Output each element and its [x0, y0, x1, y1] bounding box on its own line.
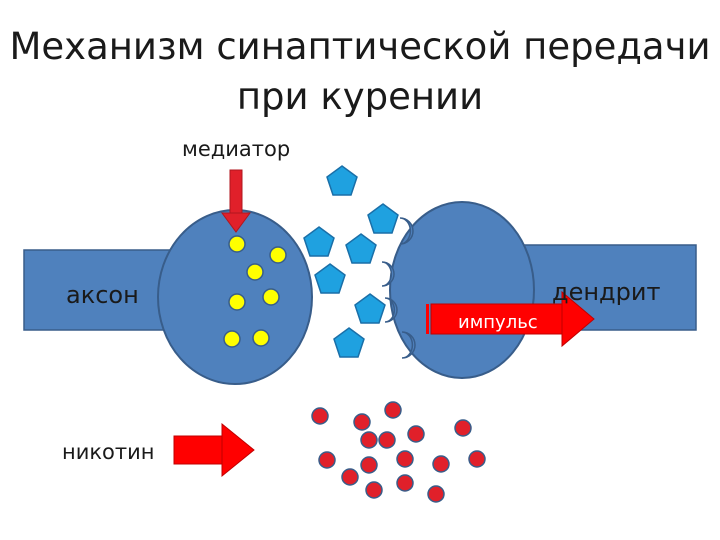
nicotine-molecule — [365, 481, 383, 499]
nicotine-molecule — [353, 413, 371, 431]
nicotine-molecule — [384, 401, 402, 419]
nicotine-molecule — [468, 450, 486, 468]
nicotine-molecule — [432, 455, 450, 473]
nicotine-molecule — [318, 451, 336, 469]
mediator-arrow — [221, 169, 251, 233]
vesicle — [246, 263, 264, 281]
mediator-molecule — [326, 165, 358, 196]
mediator-vesicles — [223, 235, 287, 348]
receptor — [384, 297, 398, 323]
impulse-arrow — [426, 290, 595, 348]
nicotine-arrow — [173, 422, 255, 478]
nicotine-molecules — [311, 401, 486, 503]
nicotine-molecule — [454, 419, 472, 437]
nicotine-molecule — [396, 474, 414, 492]
vesicle — [262, 288, 280, 306]
nicotine-molecule — [360, 456, 378, 474]
vesicle — [228, 293, 246, 311]
nicotine-molecule — [311, 407, 329, 425]
vesicle — [228, 235, 246, 253]
receptor — [401, 331, 416, 359]
title-line-2: при курении — [236, 75, 484, 118]
nicotine-molecule — [360, 431, 378, 449]
nicotine-label: никотин — [62, 440, 155, 464]
mediator-molecule — [303, 226, 335, 257]
mediator-molecule — [354, 293, 386, 324]
mediator-label: медиатор — [182, 137, 291, 161]
mediator-molecule — [367, 203, 399, 234]
receptor — [399, 217, 414, 245]
impulse-label: импульс — [458, 312, 538, 333]
nicotine-molecule — [407, 425, 425, 443]
vesicle — [252, 329, 270, 347]
axon-label: аксон — [66, 281, 139, 309]
vesicle — [223, 330, 241, 348]
nicotine-molecule — [341, 468, 359, 486]
mediator-molecule — [333, 327, 365, 358]
nicotine-molecule — [378, 431, 396, 449]
mediator-molecule — [314, 263, 346, 294]
title-line-1: Механизм синаптической передачи — [9, 25, 711, 68]
dendrite-label: дендрит — [552, 278, 661, 306]
vesicle — [269, 246, 287, 264]
receptor — [381, 261, 395, 287]
page-title: Механизм синаптической передачи при куре… — [0, 22, 720, 122]
nicotine-molecule — [427, 485, 445, 503]
mediator-molecule — [345, 233, 377, 264]
nicotine-molecule — [396, 450, 414, 468]
mediator-molecules — [303, 165, 399, 358]
